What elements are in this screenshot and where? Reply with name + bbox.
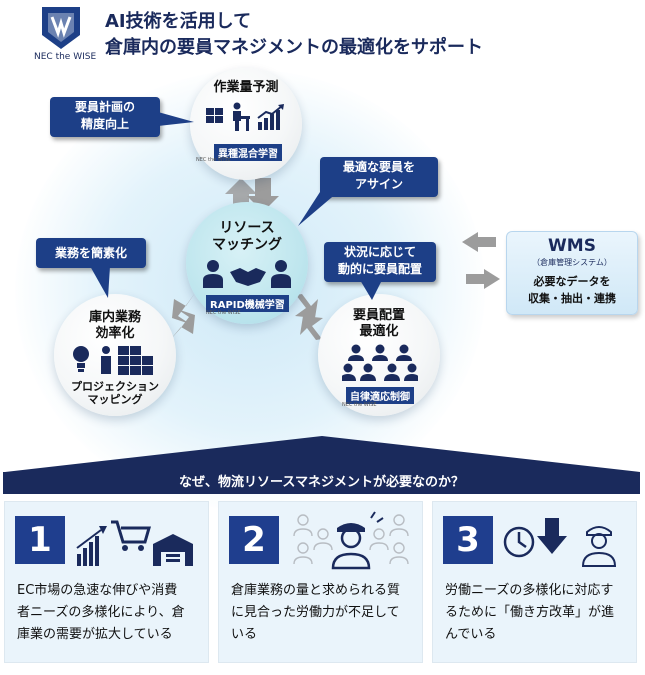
- warehouse-efficiency-circle: 庫内業務 効率化 プロジェクション マッピング: [54, 294, 176, 416]
- wms-title: WMS: [548, 236, 596, 256]
- planning-callout-line1: 要員計画の: [74, 100, 135, 114]
- resource-matching-circle: リソース マッチング RAPID機械学習 NEC the WISE: [186, 202, 308, 324]
- bulb-boxes-icon: [72, 344, 156, 376]
- heterogeneous-learning-tag: 異種混合学習: [214, 144, 282, 161]
- worker-boxes-icon: [206, 102, 252, 132]
- right-circle-nec-mark: NEC the WISE: [342, 402, 377, 408]
- workload-forecast-circle: 作業量予測 異種混合学習 NEC the WISE: [190, 68, 302, 180]
- top-circle-nec-mark: NEC the WISE: [196, 157, 231, 163]
- simplify-callout-text: 業務を簡素化: [54, 246, 127, 260]
- resource-matching-label-2: マッチング: [212, 237, 282, 253]
- staff-placement-label-2: 最適化: [359, 324, 399, 339]
- autonomous-adaptive-control-tag: 自律適応制御: [346, 387, 414, 404]
- why-banner: なぜ、物流リソースマネジメントが必要なのか？: [3, 472, 640, 494]
- workload-forecast-label: 作業量予測: [213, 80, 279, 95]
- rapid-machine-learning-tag: RAPID機械学習: [206, 295, 289, 312]
- resource-matching-label-1: リソース: [219, 220, 275, 236]
- reason-text-2: 倉庫業務の量と求められる質 に見合った労働力が不足して いる: [231, 580, 416, 646]
- staff-placement-circle: 要員配置 最適化 自律適応制御 NEC the WISE: [318, 294, 440, 416]
- projection-mapping-label-2: マッピング: [87, 393, 143, 406]
- logo-text: NEC the WISE: [34, 52, 97, 62]
- reason-text-3: 労働ニーズの多様化に対応す るために「働き方改革」が進 んでいる: [445, 580, 630, 646]
- reason-1-line1: EC市場の急速な伸びや消費: [17, 583, 178, 598]
- dynamic-placement-callout: 状況に応じて 動的に要員配置: [324, 242, 436, 282]
- reason-3-line3: んでいる: [445, 627, 497, 642]
- wms-subtitle: （倉庫管理システム）: [532, 258, 612, 267]
- reason-card-1: 1 EC市場の急速な伸びや消費 者ニーズの多様化により、倉 庫業の需要が拡大して…: [4, 501, 209, 663]
- arrow-center-to-right: [295, 294, 318, 318]
- simplify-callout-pointer: [90, 266, 110, 298]
- nec-logo: [40, 5, 82, 51]
- arrow-left-to-center: [170, 309, 195, 340]
- page-title-line1: AI技術を活用して: [105, 11, 252, 32]
- dynamic-callout-line2: 動的に要員配置: [337, 262, 422, 276]
- reason-2-line2: に見合った労働力が不足して: [231, 605, 400, 620]
- projection-mapping-label-1: プロジェクション: [71, 380, 159, 393]
- planning-callout-line2: 精度向上: [80, 117, 129, 131]
- arrow-from-wms: [462, 232, 496, 252]
- page-title-line2: 倉庫内の要員マネジメントの最適化をサポート: [105, 37, 483, 58]
- wms-box: WMS （倉庫管理システム） 必要なデータを 収集・抽出・連携: [506, 231, 638, 315]
- chart-growth-icon: [256, 104, 286, 132]
- reason-3-line1: 労働ニーズの多様化に対応す: [445, 583, 614, 598]
- group-people-icon: [342, 344, 418, 382]
- clock-arrow-worker-icon: [501, 512, 629, 568]
- arrow-to-wms: [466, 269, 500, 289]
- wms-line2: 収集・抽出・連携: [528, 292, 616, 305]
- reason-number-2: 2: [229, 516, 279, 564]
- reason-card-2: 2 倉庫業務の量と求められる質 に見合った労働力が不足して いる: [218, 501, 423, 663]
- handshake-people-icon: [202, 258, 292, 290]
- dynamic-callout-line1: 状況に応じて: [343, 245, 416, 259]
- warehouse-efficiency-label-2: 効率化: [95, 326, 135, 341]
- assign-callout-line1: 最適な要員を: [342, 160, 415, 174]
- staff-placement-label-1: 要員配置: [352, 308, 405, 323]
- simplify-work-callout: 業務を簡素化: [36, 238, 146, 268]
- reason-card-3: 3 労働ニーズの多様化に対応す るために「働き方改革」が進 んでいる: [432, 501, 637, 663]
- warehouse-efficiency-label-1: 庫内業務: [88, 310, 141, 325]
- center-circle-nec-mark: NEC the WISE: [206, 310, 241, 316]
- planning-accuracy-callout: 要員計画の 精度向上: [50, 97, 160, 137]
- reason-number-3: 3: [443, 516, 493, 564]
- reason-3-line2: るために「働き方改革」が進: [445, 605, 615, 620]
- growth-cart-warehouse-icon: [75, 514, 199, 570]
- assign-callout-line2: アサイン: [354, 177, 403, 191]
- reason-number-1: 1: [15, 516, 65, 564]
- assign-callout-pointer: [298, 192, 338, 226]
- wms-line1: 必要なデータを: [533, 275, 611, 288]
- arrow-center-to-left: [172, 293, 195, 324]
- arrow-right-to-center: [300, 316, 323, 340]
- dynamic-callout-pointer: [360, 280, 382, 300]
- reason-2-line1: 倉庫業務の量と求められる質: [231, 583, 401, 598]
- planning-callout-pointer: [158, 112, 194, 126]
- reason-text-1: EC市場の急速な伸びや消費 者ニーズの多様化により、倉 庫業の需要が拡大している: [17, 580, 202, 646]
- worker-shortage-icon: [289, 510, 413, 570]
- assign-staff-callout: 最適な要員を アサイン: [320, 157, 438, 197]
- reason-2-line3: いる: [231, 627, 258, 642]
- reason-1-line2: 者ニーズの多様化により、倉: [17, 605, 185, 620]
- banner-pointer: [5, 436, 640, 472]
- reason-1-line3: 庫業の需要が拡大している: [17, 627, 173, 642]
